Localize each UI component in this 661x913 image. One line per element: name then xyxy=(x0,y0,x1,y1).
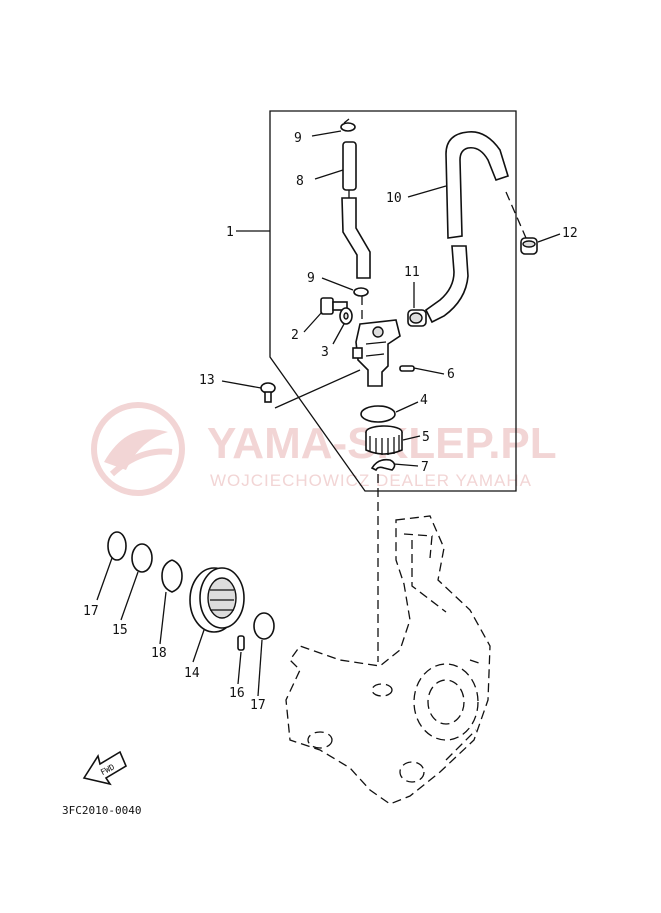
diagram-code: 3FC2010-0040 xyxy=(62,804,141,817)
callout-12: 12 xyxy=(562,226,578,241)
screw xyxy=(260,382,276,403)
water-hose xyxy=(424,131,509,324)
callout-9-upper: 9 xyxy=(294,131,302,146)
callout-7: 7 xyxy=(421,460,429,475)
leader-15 xyxy=(120,571,139,621)
leader-13-line xyxy=(274,369,361,409)
impeller-gear xyxy=(365,425,403,455)
watermark: YAMA-SKLEP.PL WOJCIECHOWICZ DEALER YAMAH… xyxy=(91,402,557,496)
callout-16: 16 xyxy=(229,686,245,701)
callout-10: 10 xyxy=(386,191,402,206)
o-ring xyxy=(360,405,396,423)
leader-7 xyxy=(393,463,419,467)
callout-5: 5 xyxy=(422,430,430,445)
leader-9a xyxy=(311,130,342,137)
washer xyxy=(339,307,353,325)
assembly-boundary xyxy=(269,110,517,492)
leader-2 xyxy=(303,311,323,333)
fwd-arrow-icon: FWD xyxy=(82,750,128,786)
leader-12 xyxy=(537,233,561,243)
breather-hose xyxy=(341,141,371,279)
callout-6: 6 xyxy=(447,367,455,382)
dowel-pin xyxy=(399,365,415,372)
watermark-tagline: WOJCIECHOWICZ DEALER YAMAHA xyxy=(210,471,532,490)
callout-9-lower: 9 xyxy=(307,271,315,286)
callout-17-right: 17 xyxy=(250,698,266,713)
circlip-ring xyxy=(161,559,183,593)
water-pump-body xyxy=(352,319,401,387)
callout-11: 11 xyxy=(404,265,420,280)
leader-4 xyxy=(395,401,419,413)
clip-upper xyxy=(340,118,356,132)
washer-ring xyxy=(131,543,153,573)
leader-16 xyxy=(237,651,242,685)
callout-3: 3 xyxy=(321,345,329,360)
bolt xyxy=(320,297,348,315)
watermark-logo-icon xyxy=(91,402,185,496)
hose-collar xyxy=(407,309,427,327)
leader-10 xyxy=(407,185,447,198)
snap-ring-right xyxy=(253,612,275,640)
callout-13: 13 xyxy=(199,373,215,388)
leader-17a xyxy=(96,557,113,601)
callout-18: 18 xyxy=(151,646,167,661)
leader-14 xyxy=(192,629,205,663)
leader-8 xyxy=(314,169,344,180)
leader-6 xyxy=(413,367,445,375)
clip-lower xyxy=(353,287,369,297)
callout-8: 8 xyxy=(296,174,304,189)
callout-15: 15 xyxy=(112,623,128,638)
leader-5 xyxy=(402,435,421,441)
leader-13 xyxy=(221,380,262,389)
circlip xyxy=(370,458,396,472)
callout-4: 4 xyxy=(420,393,428,408)
key-pin xyxy=(237,635,245,651)
pulley xyxy=(189,567,245,633)
callout-17-left: 17 xyxy=(83,604,99,619)
callout-1: 1 xyxy=(226,225,234,240)
leader-3 xyxy=(332,323,345,345)
snap-ring-left xyxy=(107,531,127,561)
leader-17b xyxy=(257,639,263,697)
callout-2: 2 xyxy=(291,328,299,343)
callout-14: 14 xyxy=(184,666,200,681)
leader-9b xyxy=(321,277,354,291)
leader-18 xyxy=(159,591,167,645)
crankcase-outline xyxy=(285,515,491,805)
hose-cap xyxy=(520,237,538,255)
